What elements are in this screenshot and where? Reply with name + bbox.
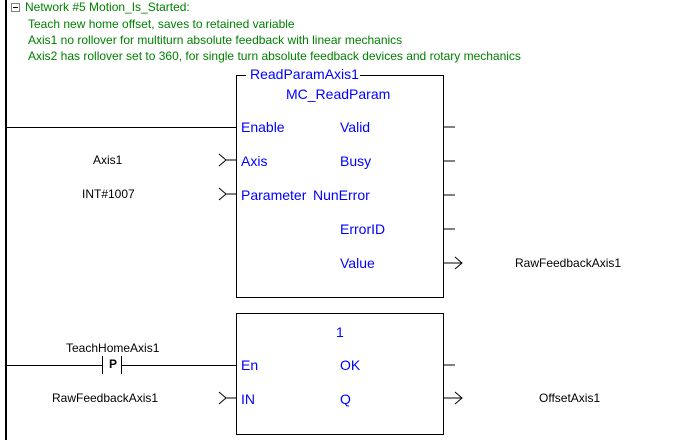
- block2-type-name: 1: [336, 324, 344, 340]
- network-header[interactable]: Network #5 Motion_Is_Started:: [25, 0, 190, 14]
- block1-pin-enable: Enable: [241, 119, 285, 135]
- contact-right-wire: [121, 365, 236, 366]
- block1-type-name: MC_ReadParam: [286, 86, 391, 102]
- function-block-mc-readparam[interactable]: [236, 75, 444, 298]
- network-comment-line-3: Axis2 has rollover set to 360, for singl…: [28, 49, 521, 63]
- positive-edge-contact-symbol[interactable]: P: [109, 357, 118, 371]
- network-comment-line-2: Axis1 no rollover for multiturn absolute…: [28, 33, 403, 47]
- block1-pin-value: Value: [340, 255, 375, 271]
- network-comment-line-1: Teach new home offset, saves to retained…: [28, 17, 295, 31]
- block2-pin-in: IN: [241, 391, 255, 407]
- block1-pin-axis: Axis: [241, 153, 268, 169]
- contact-left-wire: [7, 365, 102, 366]
- function-block-1[interactable]: [236, 313, 444, 435]
- block1-instance-name[interactable]: ReadParamAxis1: [250, 66, 359, 82]
- block2-pin-q: Q: [340, 391, 351, 407]
- contact-left-bar: [102, 356, 103, 374]
- block1-pin-errorid: ErrorID: [340, 221, 386, 237]
- instance-label-gap: [246, 68, 360, 82]
- block1-pin-parameter: Parameter: [241, 187, 307, 203]
- block1-pin-nunerror: NunError: [313, 187, 370, 203]
- block2-output-q-variable[interactable]: OffsetAxis1: [539, 391, 601, 405]
- block2-pin-ok: OK: [340, 357, 361, 373]
- block1-pin-valid: Valid: [340, 119, 371, 135]
- block1-pin-busy: Busy: [340, 153, 372, 169]
- block1-input-parameter-variable[interactable]: INT#1007: [82, 187, 135, 201]
- contact-variable-label[interactable]: TeachHomeAxis1: [66, 341, 160, 355]
- block2-input-in-variable[interactable]: RawFeedbackAxis1: [52, 391, 159, 405]
- enable-wire: [7, 127, 236, 128]
- block2-pin-en: En: [241, 357, 259, 373]
- left-power-rail: [5, 0, 7, 440]
- block1-output-value-variable[interactable]: RawFeedbackAxis1: [515, 256, 622, 270]
- block1-input-axis-variable[interactable]: Axis1: [93, 153, 123, 167]
- collapse-icon[interactable]: [11, 3, 20, 12]
